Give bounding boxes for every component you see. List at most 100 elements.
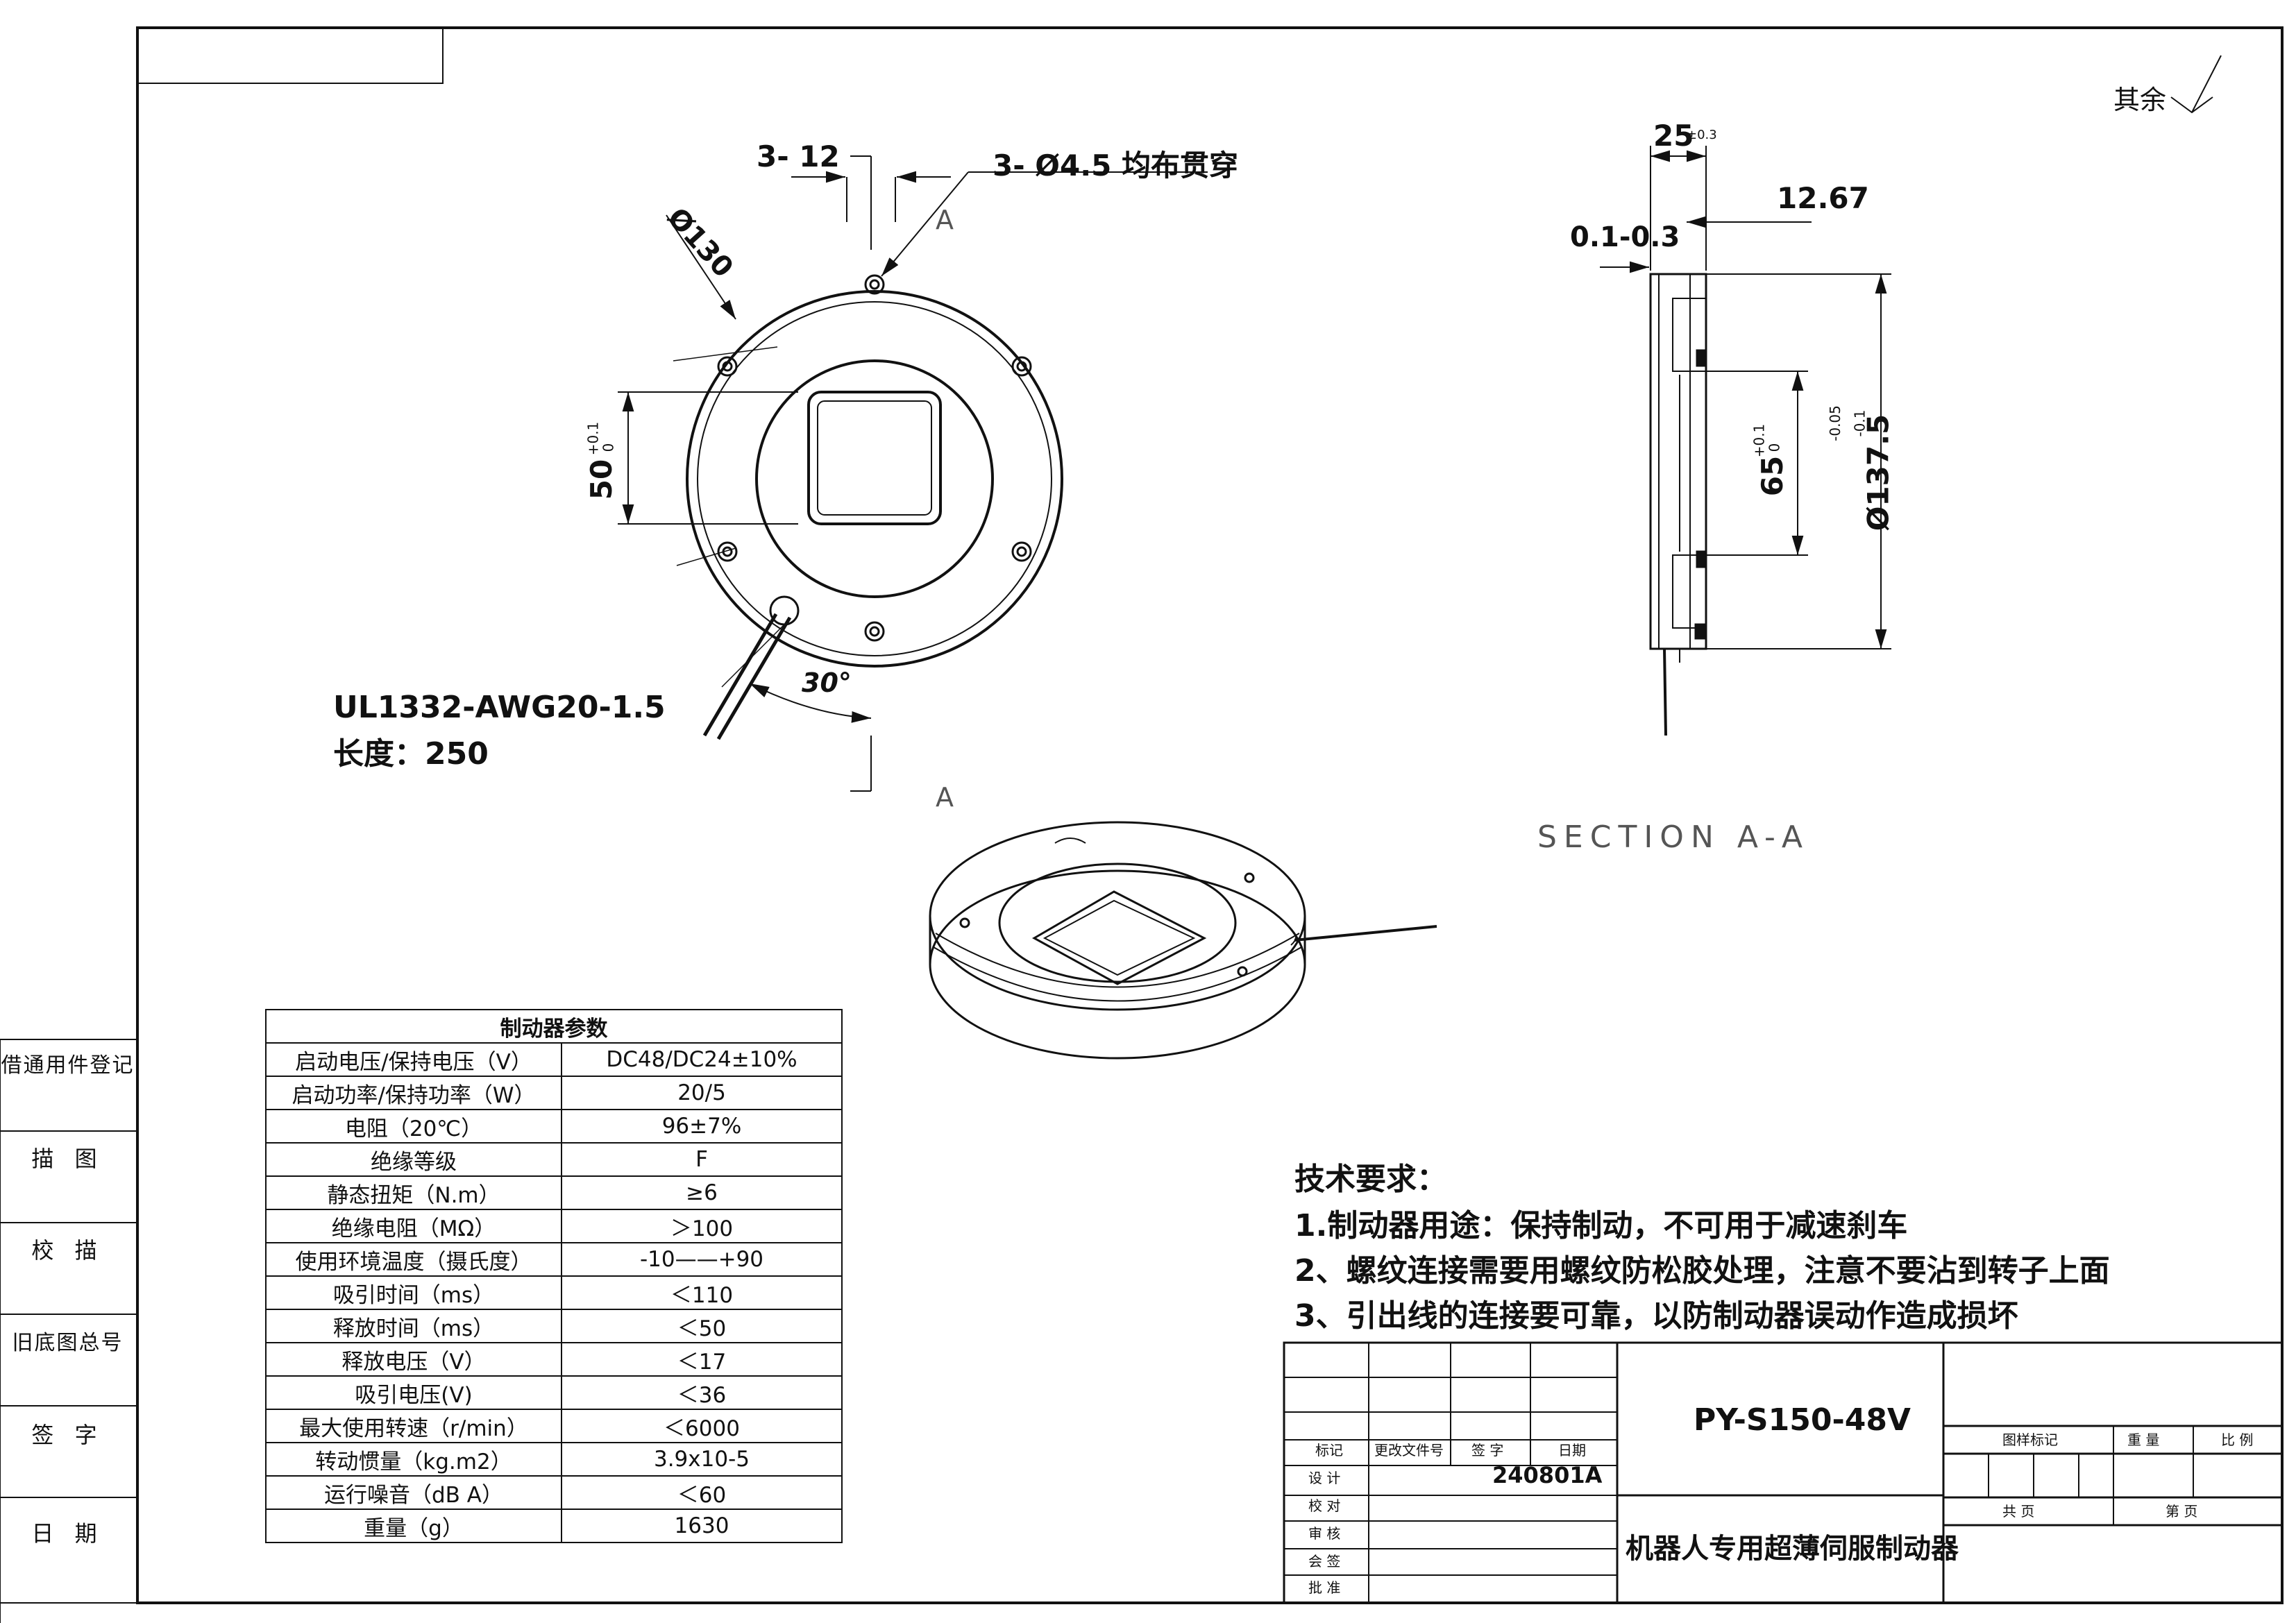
param-value: ≥6	[561, 1175, 843, 1210]
product-name: 机器人专用超薄伺服制动器	[1626, 1533, 1959, 1565]
table-row: 吸引时间（ms）＜110	[265, 1275, 843, 1310]
bore-tol-lower: 0	[1766, 443, 1783, 452]
outer-tol-upper: -0.05	[1826, 405, 1843, 441]
param-value: ＜17	[561, 1342, 843, 1377]
table-row: 绝缘电阻（MΩ）＞100	[265, 1209, 843, 1243]
param-key: 启动功率/保持功率（W）	[265, 1076, 562, 1110]
label-total-pages: 共 页	[2002, 1503, 2035, 1520]
param-key: 重量（g）	[265, 1509, 562, 1543]
label-weight: 重 量	[2127, 1431, 2160, 1448]
thickness-tol: ±0.3	[1687, 128, 1717, 142]
label-review: 审 核	[1308, 1525, 1341, 1542]
param-key: 吸引时间（ms）	[265, 1275, 562, 1310]
outer-rim	[686, 290, 1063, 668]
bore-tol-upper: +0.1	[1750, 423, 1768, 458]
param-value: 96±7%	[561, 1109, 843, 1144]
thickness-dim: 25	[1653, 119, 1694, 153]
cable-spec: UL1332-AWG20-1.5	[333, 690, 666, 725]
label-countersign: 会 签	[1308, 1553, 1341, 1570]
param-value: ＜60	[561, 1475, 843, 1510]
side-label-trace: 描 图	[31, 1146, 104, 1172]
section-view	[1600, 146, 1891, 736]
side-label-old-number: 旧底图总号	[12, 1331, 124, 1355]
date-code: 240801A	[1492, 1462, 1603, 1488]
outer-dim: Ø137.5	[1861, 414, 1896, 532]
param-key: 启动电压/保持电压（V）	[265, 1042, 562, 1077]
param-key: 运行噪音（dB A）	[265, 1475, 562, 1510]
table-row: 启动电压/保持电压（V）DC48/DC24±10%	[265, 1042, 843, 1077]
requirement-3: 3、引出线的连接要可靠，以防制动器误动作造成损坏	[1294, 1298, 2018, 1334]
table-row: 启动功率/保持功率（W）20/5	[265, 1076, 843, 1110]
label-page: 第 页	[2166, 1503, 2198, 1520]
table-row: 释放时间（ms）＜50	[265, 1309, 843, 1343]
param-value: F	[561, 1142, 843, 1177]
param-key: 静态扭矩（N.m）	[265, 1175, 562, 1210]
square-hub	[807, 391, 942, 525]
param-value: ＜110	[561, 1275, 843, 1310]
side-label-check-trace: 校 描	[31, 1237, 104, 1264]
table-row: 使用环境温度（摄氏度）-10——+90	[265, 1242, 843, 1277]
hole-spec: 3- Ø4.5 均布贯穿	[993, 148, 1239, 182]
param-value: ＜50	[561, 1309, 843, 1343]
section-title: SECTION A-A	[1537, 819, 1809, 855]
params-title: 制动器参数	[265, 1009, 843, 1044]
param-value: 20/5	[561, 1076, 843, 1110]
table-row: 运行噪音（dB A）＜60	[265, 1475, 843, 1510]
param-key: 吸引电压(V)	[265, 1375, 562, 1410]
param-key: 绝缘等级	[265, 1142, 562, 1177]
holes-callout: 3- 12	[757, 139, 840, 173]
label-change-doc: 更改文件号	[1374, 1442, 1444, 1459]
gap-dim: 0.1-0.3	[1570, 221, 1680, 253]
title-block-grid	[1283, 1341, 2284, 1604]
param-key: 释放时间（ms）	[265, 1309, 562, 1343]
table-row: 最大使用转速（r/min）＜6000	[265, 1409, 843, 1443]
param-value: ＜6000	[561, 1409, 843, 1443]
cable-length: 长度：250	[333, 736, 489, 772]
roughness-symbol	[2170, 55, 2222, 114]
requirements-heading: 技术要求：	[1294, 1162, 1447, 1197]
roughness-label: 其余	[2113, 85, 2167, 115]
inner-bore	[755, 359, 994, 598]
square-dim: 50	[584, 459, 619, 500]
front-view	[618, 155, 1208, 792]
table-row: 电阻（20℃）96±7%	[265, 1109, 843, 1144]
label-drawing-mark: 图样标记	[2002, 1431, 2058, 1448]
param-key: 使用环境温度（摄氏度）	[265, 1242, 562, 1277]
angle-30: 30°	[802, 668, 852, 698]
bore-dim: 65	[1755, 455, 1790, 497]
square-tol-upper: +0.1	[584, 421, 602, 456]
table-row: 释放电压（V）＜17	[265, 1342, 843, 1377]
table-row: 静态扭矩（N.m）≥6	[265, 1175, 843, 1210]
model-number: PY-S150-48V	[1694, 1402, 1911, 1438]
requirement-2: 2、螺纹连接需要用螺纹防松胶处理，注意不要沾到转子上面	[1294, 1253, 2110, 1289]
requirement-1: 1.制动器用途：保持制动，不可用于减速刹车	[1294, 1208, 1908, 1243]
param-key: 释放电压（V）	[265, 1342, 562, 1377]
outer-tol-lower: -0.1	[1851, 409, 1868, 437]
label-signature: 签 字	[1471, 1442, 1504, 1459]
param-key: 转动惯量（kg.m2）	[265, 1442, 562, 1477]
param-value: -10——+90	[561, 1242, 843, 1277]
label-scale: 比 例	[2221, 1431, 2254, 1448]
table-row: 转动惯量（kg.m2）3.9x10-5	[265, 1442, 843, 1477]
params-table: 制动器参数 启动电压/保持电压（V）DC48/DC24±10% 启动功率/保持功…	[265, 1009, 843, 1543]
section-mark-bottom: A	[936, 782, 954, 813]
label-design: 设 计	[1308, 1470, 1341, 1486]
section-mark-top: A	[936, 205, 954, 235]
param-value: ＞100	[561, 1209, 843, 1243]
param-key: 绝缘电阻（MΩ）	[265, 1209, 562, 1243]
param-key: 电阻（20℃）	[265, 1109, 562, 1144]
label-date: 日期	[1558, 1442, 1586, 1459]
outer-frame	[136, 26, 2284, 1604]
table-row: 重量（g）1630	[265, 1509, 843, 1543]
label-check: 校 对	[1308, 1497, 1341, 1514]
param-key: 最大使用转速（r/min）	[265, 1409, 562, 1443]
param-value: 3.9x10-5	[561, 1442, 843, 1477]
iso-view	[929, 821, 1437, 1060]
label-approve: 批 准	[1308, 1579, 1341, 1596]
depth-dim: 12.67	[1777, 181, 1869, 215]
params-title-row: 制动器参数	[265, 1009, 843, 1044]
side-label-date: 日 期	[31, 1520, 104, 1547]
side-label-register: 借通用件登记	[1, 1053, 135, 1078]
